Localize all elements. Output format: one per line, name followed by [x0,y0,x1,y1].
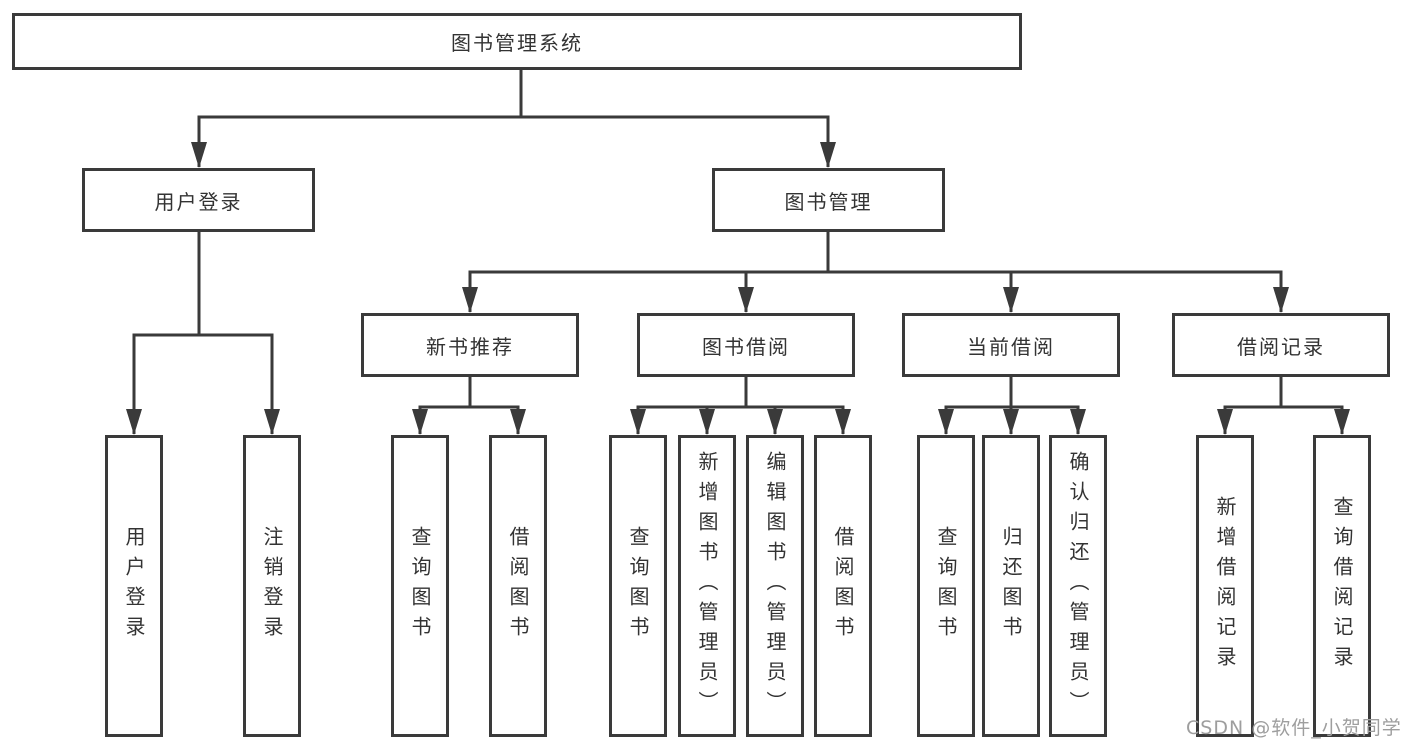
csdn-watermark: CSDN @软件_小贺同学 [1186,717,1402,739]
node-label: 当前借阅 [967,334,1055,359]
node-label: 用户登录 [122,526,146,646]
node-label: 注销登录 [260,526,284,646]
node-label: 新书推荐 [426,334,514,359]
node-label: 编辑图书（管理员） [763,451,787,721]
node-label: 图书管理 [784,189,873,214]
node-label: 用户登录 [154,189,243,214]
node-book-management: 图书管理 [712,168,945,232]
node-label: 查询图书 [408,526,432,646]
node-label: 确认归还（管理员） [1066,451,1090,721]
node-book-borrow: 图书借阅 [637,313,855,377]
node-label: 图书借阅 [702,334,790,359]
leaf-add-borrow-record: 新增借阅记录 [1196,435,1254,737]
node-label: 查询借阅记录 [1330,496,1354,676]
node-library-system: 图书管理系统 [12,13,1022,70]
node-current-borrow: 当前借阅 [902,313,1120,377]
leaf-query-books-recommend: 查询图书 [391,435,449,737]
leaf-user-login: 用户登录 [105,435,163,737]
leaf-query-books-borrow: 查询图书 [609,435,667,737]
node-label: 借阅记录 [1237,334,1325,359]
node-label: 新增借阅记录 [1213,496,1237,676]
node-label: 新增图书（管理员） [695,451,719,721]
node-label: 归还图书 [999,526,1023,646]
leaf-return-books: 归还图书 [982,435,1040,737]
node-label: 借阅图书 [506,526,530,646]
node-label: 查询图书 [626,526,650,646]
node-new-book-recommend: 新书推荐 [361,313,579,377]
node-borrow-records: 借阅记录 [1172,313,1390,377]
leaf-logout: 注销登录 [243,435,301,737]
leaf-borrow-books: 借阅图书 [814,435,872,737]
leaf-add-books-admin: 新增图书（管理员） [678,435,736,737]
leaf-query-borrow-record: 查询借阅记录 [1313,435,1371,737]
node-user-login: 用户登录 [82,168,315,232]
node-label: 图书管理系统 [451,31,583,55]
node-label: 借阅图书 [831,526,855,646]
leaf-query-books-current: 查询图书 [917,435,975,737]
node-label: 查询图书 [934,526,958,646]
leaf-borrow-books-recommend: 借阅图书 [489,435,547,737]
leaf-confirm-return-admin: 确认归还（管理员） [1049,435,1107,737]
leaf-edit-books-admin: 编辑图书（管理员） [746,435,804,737]
